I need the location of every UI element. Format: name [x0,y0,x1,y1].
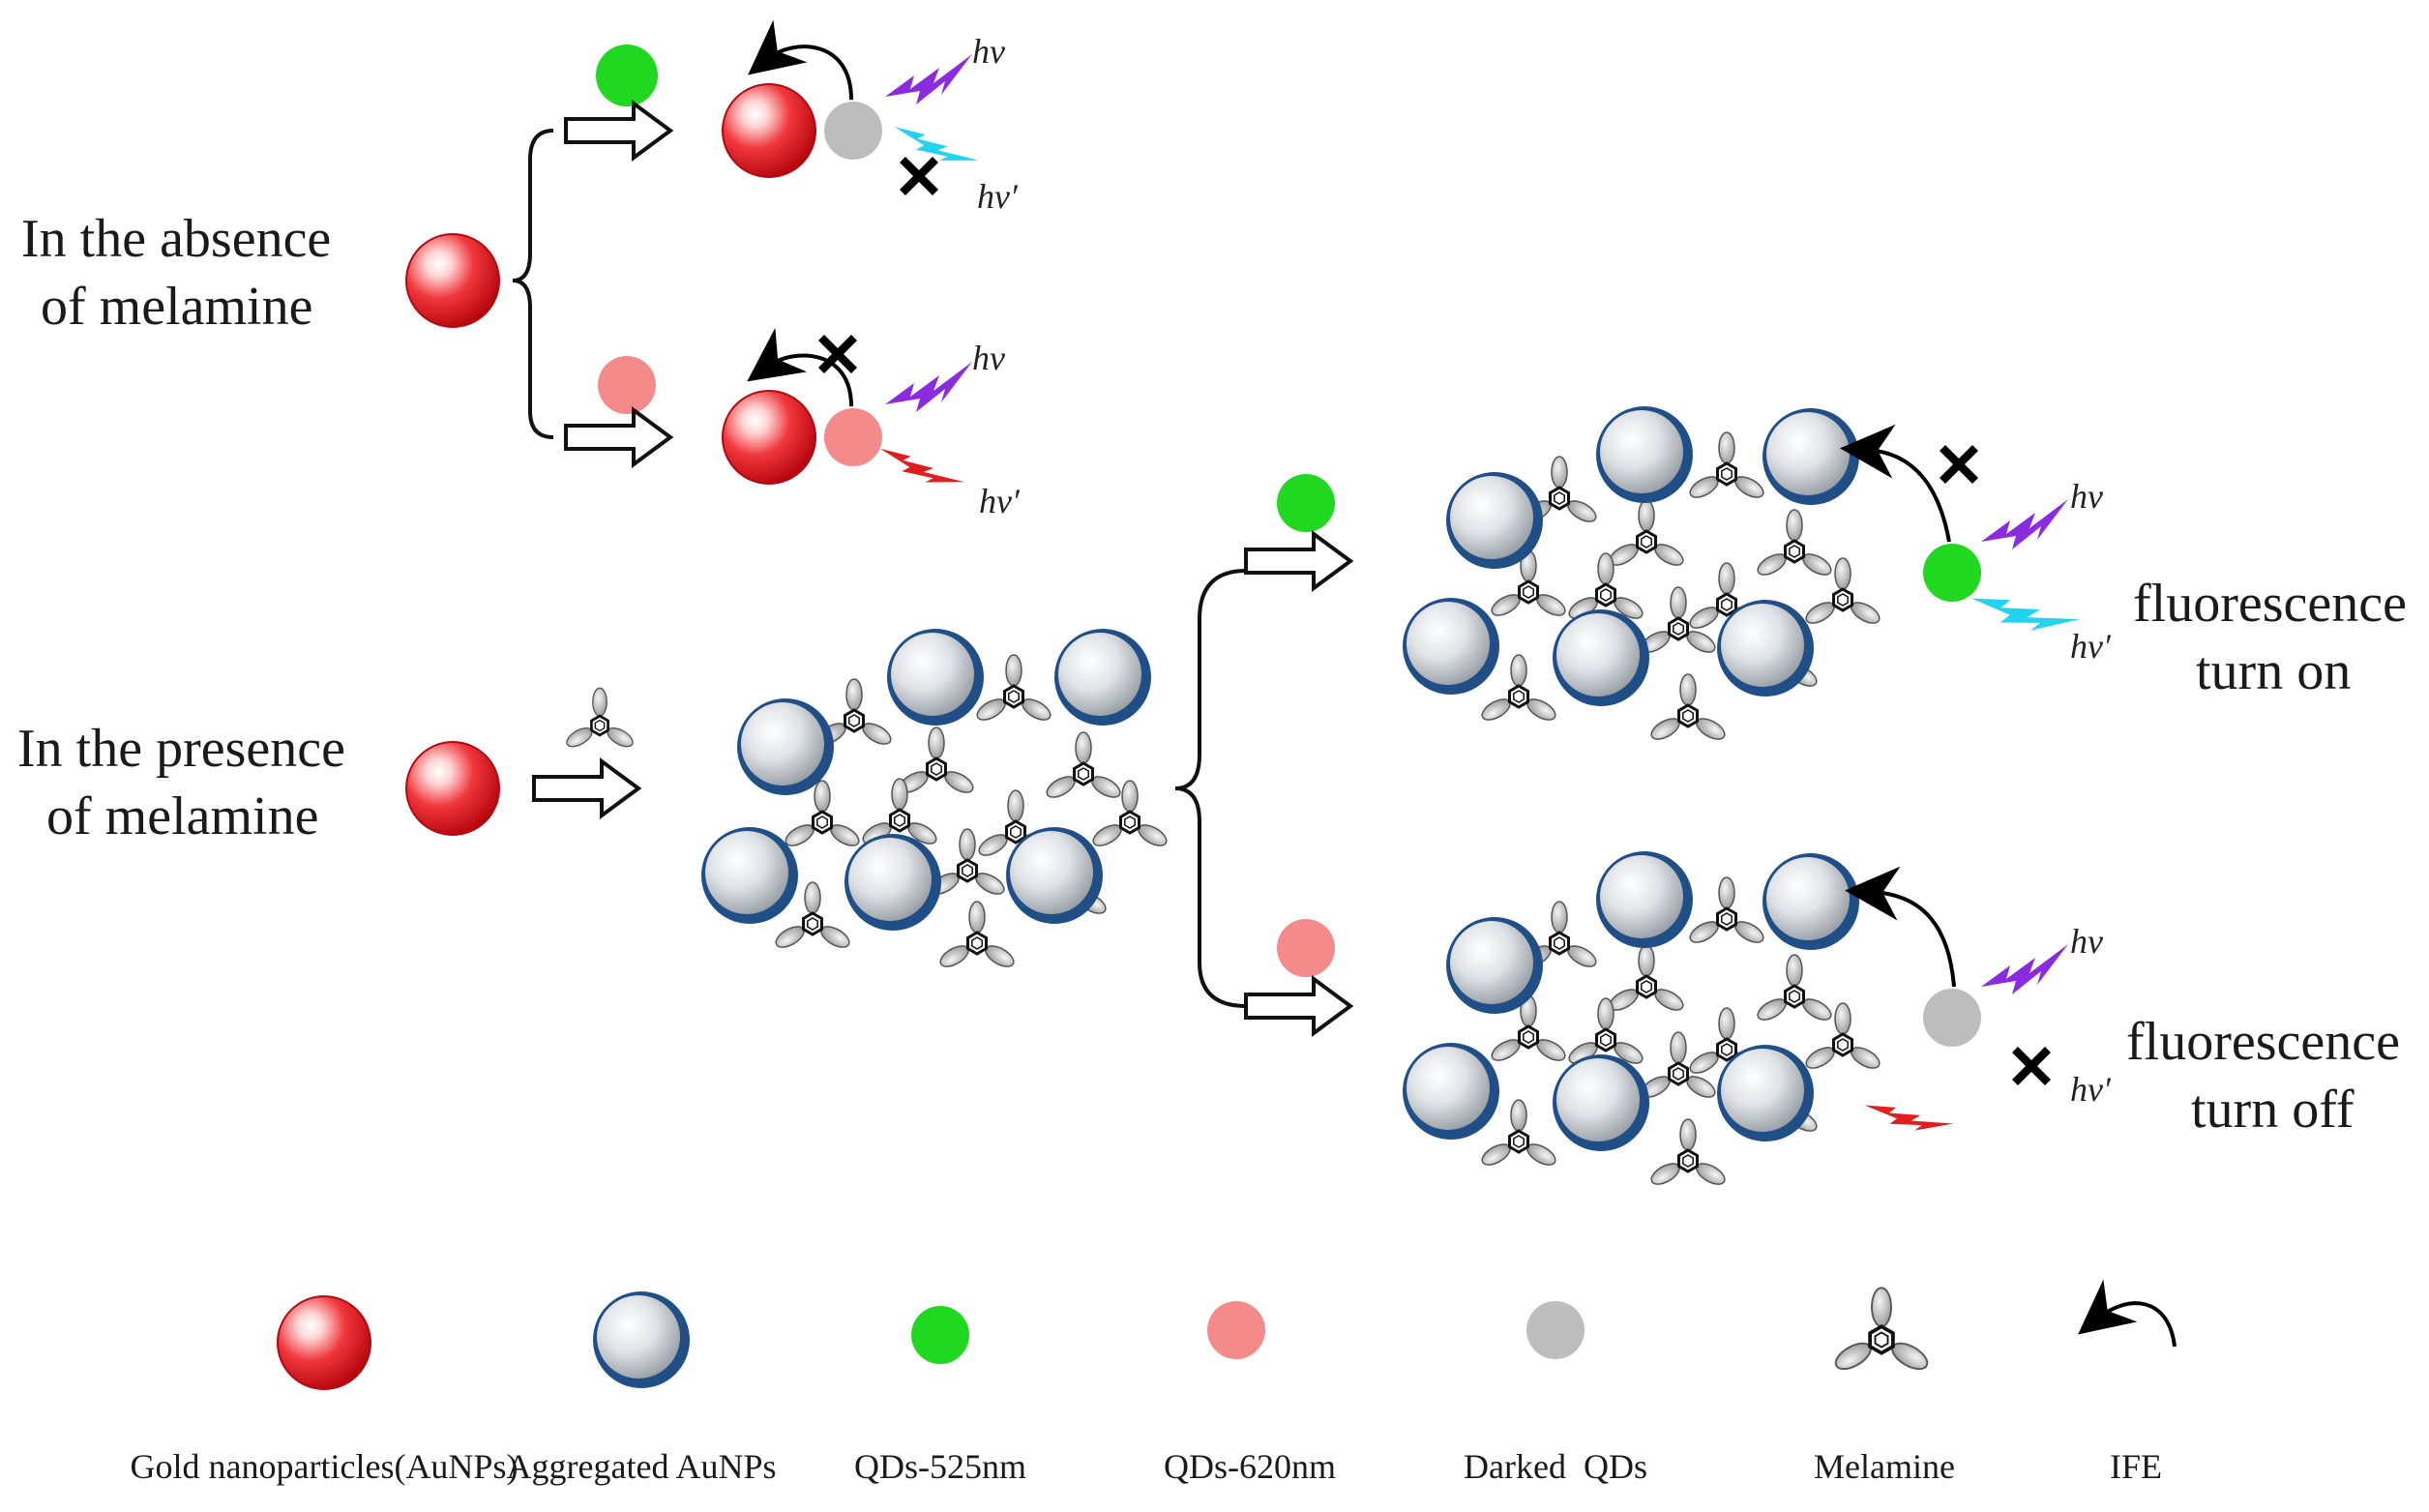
legend-qd620-icon [1207,1301,1265,1359]
aggregate-bottom-right [1403,851,1884,1190]
excitation-bolt-top [885,54,972,104]
ife-arrow-bottom [747,327,853,407]
presence-label-line2: of melamine [46,786,318,846]
excitation-bolt-bottom [885,362,972,412]
qd620-reagent-top [598,356,656,414]
presence-label-line1: In the presence [17,719,345,779]
hv-off: hv [2070,922,2103,961]
aggregate-top-right [1403,406,1884,745]
arrow-presence-top [1244,532,1352,590]
ife-arrow-off [1845,866,1956,988]
ife-arrow-on [1840,424,1951,543]
arrow-absence-bottom [564,408,672,466]
result-off-line2: turn off [2191,1080,2355,1140]
presence-branch-brace [1174,569,1247,1008]
excitation-bolt-off [1981,944,2068,994]
legend-agg-icon [593,1291,690,1388]
emission-bolt-top [891,106,979,185]
qd525-reagent-top [596,44,658,106]
absence-label-line1: In the absence [21,209,331,269]
qd620-reagent-bottom [1277,919,1335,977]
absence-label-line2: of melamine [41,277,312,337]
legend-dark-icon [1526,1301,1585,1359]
quenched-qd-top [824,102,882,160]
hv-prime-top: hv′ [977,177,1019,216]
legend-aunp-label: Gold nanoparticles(AuNPs) [131,1447,518,1486]
legend-melamine-icon [1829,1286,1934,1377]
melamine-reagent [562,686,637,752]
hv-on: hv [2070,477,2103,516]
emission-bolt-bottom [876,428,965,506]
legend-agg-label: Aggregated AuNPs [507,1447,777,1486]
legend-ife-icon [2078,1279,2177,1348]
hv-prime-bottom: hv′ [979,482,1021,520]
aunp-absence-top [722,83,816,178]
legend-qd620-label: QDs-620nm [1164,1447,1336,1486]
qd525-emitting [1923,544,1981,602]
blocked-ife-on [1940,445,1978,484]
ife-arrow-top [748,19,853,101]
aunp-absence [405,233,500,328]
legend-dark-label: Darked QDs [1464,1447,1647,1486]
qd525-reagent-bottom [1277,474,1335,532]
legend-qd525-icon [911,1306,969,1364]
aunp-presence [405,741,500,836]
legend-aunp-icon [277,1295,371,1390]
legend-qd525-label: QDs-525nm [854,1447,1026,1486]
result-off-line1: fluorescence [2126,1012,2400,1072]
absence-branch-brace [512,129,554,439]
arrow-absence-top [564,102,672,160]
hv-prime-off: hv′ [2070,1070,2112,1109]
emission-bolt-on [1968,567,2081,657]
result-on-line1: fluorescence [2133,574,2407,634]
blocked-emission-off [2012,1047,2051,1085]
result-on-line2: turn on [2196,641,2351,701]
hv-prime-on: hv′ [2070,627,2112,666]
aggregate-central [701,629,1171,972]
hv-bottom: hv [972,339,1005,377]
legend-melamine-label: Melamine [1814,1447,1955,1486]
blocked-emission-top [900,157,938,195]
hv-top: hv [972,32,1005,71]
red-qd-bottom [824,408,882,466]
emission-bolt-off [1862,1082,1954,1150]
legend: Gold nanoparticles(AuNPs) Aggregated AuN… [131,1279,2177,1486]
legend-ife-label: IFE [2110,1447,2162,1486]
arrow-presence-bottom [1244,977,1352,1035]
arrow-presence [532,759,640,817]
darked-qd [1923,989,1981,1047]
excitation-bolt-on [1981,499,2068,549]
aunp-absence-bottom [722,390,816,485]
